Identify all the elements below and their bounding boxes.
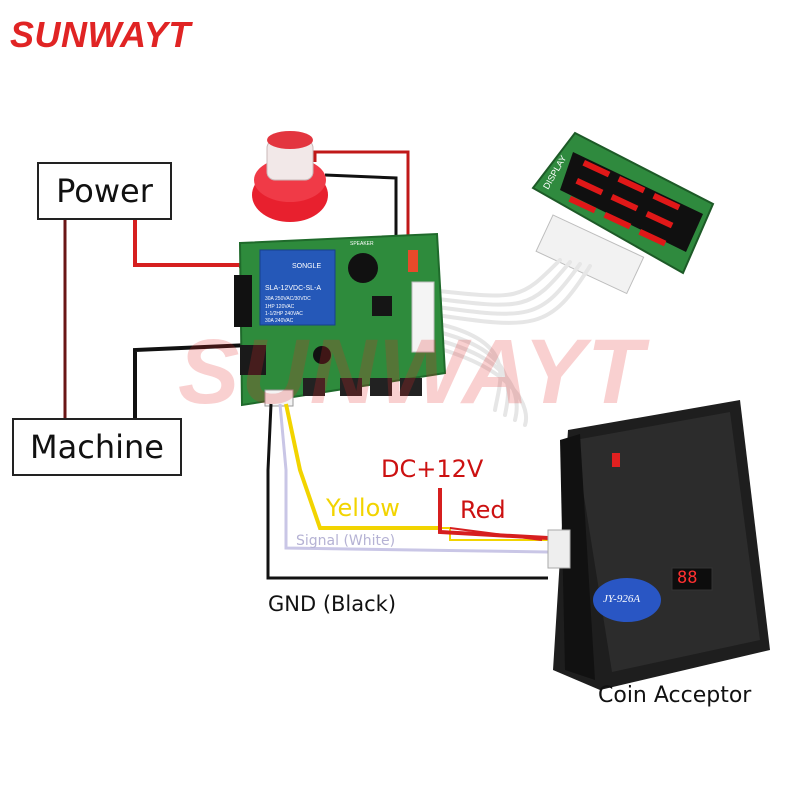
machine-label: Machine <box>30 428 164 466</box>
coin-acceptor-display <box>671 567 713 591</box>
coin-acceptor-connector <box>547 529 571 569</box>
relay-brand: SONGLE <box>292 263 322 270</box>
push-button-wires <box>313 150 410 262</box>
machine-label-box: Machine <box>12 418 182 476</box>
relay-spec-1: 30A 250VAC/30VDC <box>265 296 311 302</box>
power-wires <box>63 220 252 418</box>
coin-acceptor-led <box>612 453 620 467</box>
relay-model: SLA-12VDC-SL-A <box>265 285 321 292</box>
relay-spec-2: 1HP 120VAC <box>265 304 295 310</box>
ribbon-cable <box>428 258 592 427</box>
dip-switch <box>408 250 418 272</box>
buzzer <box>348 253 378 283</box>
speaker-label: SPEAKER <box>350 241 374 247</box>
brand-logo: SUNWAYT <box>10 14 191 55</box>
display-module: DISPLAY <box>531 131 715 295</box>
dc-12v-label: DC+12V <box>381 455 484 483</box>
red-wire-label: Red <box>460 496 506 524</box>
coin-acceptor-wires <box>266 403 549 580</box>
relay-spec-3: 1-1/2HP 240VAC <box>265 311 303 317</box>
machine-jack <box>240 345 266 375</box>
coin-acceptor-label: Coin Acceptor <box>598 683 752 708</box>
gnd-wire-label: GND (Black) <box>268 592 397 616</box>
signal-wire-label: Signal (White) <box>296 533 396 549</box>
coin-acceptor-badge <box>593 578 661 622</box>
display-digits <box>568 160 681 247</box>
relay-spec-4: 30A 240VAC <box>265 318 294 324</box>
yellow-wire-label: Yellow <box>326 494 400 522</box>
coin-acceptor-model: JY-926A <box>603 593 641 605</box>
ic-chip <box>372 296 392 316</box>
push-button <box>252 131 328 222</box>
relay <box>259 249 336 326</box>
coin-connector <box>264 389 294 407</box>
coin-acceptor <box>547 400 770 690</box>
power-label-box: Power <box>37 162 172 220</box>
power-label: Power <box>56 172 153 210</box>
ribbon-connector <box>411 281 435 353</box>
power-jack <box>234 275 252 327</box>
control-board: SONGLE SLA-12VDC-SL-A 30A 250VAC/30VDC 1… <box>234 232 447 407</box>
coin-acceptor-digits: 88 <box>677 568 698 588</box>
